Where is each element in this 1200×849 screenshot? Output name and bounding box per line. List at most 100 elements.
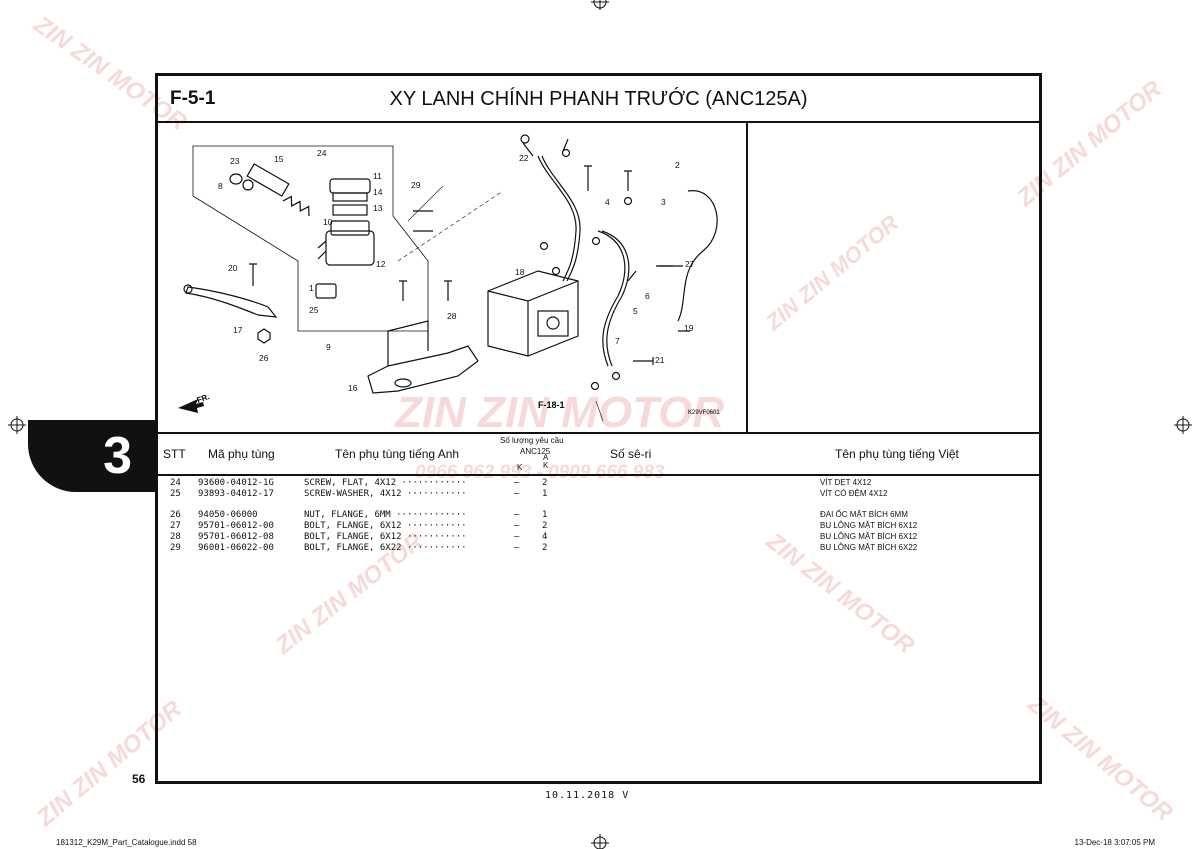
cell-name-vi: BU LÔNG MẶT BÍCH 6X22 xyxy=(820,543,918,552)
registration-mark-bottom xyxy=(591,834,609,849)
cell-qty-ak: 1 xyxy=(542,510,548,520)
col-header-name-vi: Tên phụ tùng tiếng Việt xyxy=(835,447,959,461)
print-date: 10.11.2018 V xyxy=(545,790,630,801)
callout-25: 25 xyxy=(309,305,319,315)
table-row: 26 94050-06000 NUT, FLANGE, 6MM ··········… xyxy=(158,510,1039,521)
cell-qty-ak: 2 xyxy=(542,543,548,553)
callout-2: 2 xyxy=(675,160,680,170)
cell-name-vi: ĐAI ỐC MẶT BÍCH 6MM xyxy=(820,510,908,519)
chapter-tab: 3 xyxy=(28,420,156,492)
callout-14: 14 xyxy=(373,187,383,197)
watermark-bottom-right: ZIN ZIN MOTOR xyxy=(1022,690,1178,827)
page-number: 56 xyxy=(132,772,146,786)
callout-24: 24 xyxy=(317,148,327,158)
cell-qty-k: – xyxy=(514,521,520,531)
callout-4: 4 xyxy=(605,197,610,207)
table-header-rule xyxy=(158,474,1039,476)
table-row: 29 96001-06022-00 BOLT, FLANGE, 6X22 ·····… xyxy=(158,543,1039,554)
page-title: XY LANH CHÍNH PHANH TRƯỚC (ANC125A) xyxy=(389,88,808,110)
fr-label: FR. xyxy=(196,392,211,405)
cell-part-no: 94050-06000 xyxy=(198,510,258,520)
col-header-name-en: Tên phụ tùng tiếng Anh xyxy=(335,447,460,461)
cell-qty-k: – xyxy=(514,489,520,499)
callout-6: 6 xyxy=(645,291,650,301)
diagram-svg: FR. F-18-1 K29VF0601 1234567891011121314… xyxy=(178,134,720,422)
callout-5: 5 xyxy=(633,306,638,316)
cell-qty-ak: 4 xyxy=(542,532,548,542)
callout-8: 8 xyxy=(218,181,223,191)
cell-qty-k: – xyxy=(514,510,520,520)
page-header: F-5-1 XY LANH CHÍNH PHANH TRƯỚC (ANC125A… xyxy=(158,76,1039,123)
table-row: 28 95701-06012-08 BOLT, FLANGE, 6X12 ·····… xyxy=(158,532,1039,543)
col-header-serial: Số sê-ri xyxy=(610,447,652,461)
footer-timestamp: 13-Dec-18 3:07:05 PM xyxy=(1074,838,1156,847)
cell-stt: 29 xyxy=(170,543,181,553)
cell-name-vi: BU LÔNG MẶT BÍCH 6X12 xyxy=(820,521,918,530)
cell-qty-k: – xyxy=(514,478,520,488)
callout-21: 21 xyxy=(655,355,665,365)
cell-qty-ak: 1 xyxy=(542,489,548,499)
cell-qty-k: – xyxy=(514,532,520,542)
callout-22: 22 xyxy=(519,153,529,163)
callout-1: 1 xyxy=(309,283,314,293)
catalog-frame: F-5-1 XY LANH CHÍNH PHANH TRƯỚC (ANC125A… xyxy=(155,73,1042,784)
cell-name-en: NUT, FLANGE, 6MM ············· xyxy=(304,510,467,520)
callout-12: 12 xyxy=(376,259,386,269)
cell-qty-ak: 2 xyxy=(542,478,548,488)
table-top-rule xyxy=(158,432,1039,434)
callout-9: 9 xyxy=(326,342,331,352)
callout-28: 28 xyxy=(447,311,457,321)
cell-stt: 26 xyxy=(170,510,181,520)
cell-part-no: 93893-04012-17 xyxy=(198,489,274,499)
callout-13: 13 xyxy=(373,203,383,213)
cell-name-en: SCREW-WASHER, 4X12 ··········· xyxy=(304,489,467,499)
cell-part-no: 96001-06022-00 xyxy=(198,543,274,553)
registration-mark-left xyxy=(8,416,26,434)
cell-qty-k: – xyxy=(514,543,520,553)
callout-10: 10 xyxy=(323,217,333,227)
cell-part-no: 93600-04012-1G xyxy=(198,478,274,488)
figure-code: F-5-1 xyxy=(170,88,216,109)
cell-stt: 24 xyxy=(170,478,181,488)
registration-mark-right xyxy=(1174,416,1192,434)
table-row: 25 93893-04012-17 SCREW-WASHER, 4X12 ·····… xyxy=(158,489,1039,500)
callout-3: 3 xyxy=(661,197,666,207)
col-header-stt: STT xyxy=(163,447,186,461)
callout-18: 18 xyxy=(515,267,525,277)
cell-name-vi: VÍT CÓ ĐỆM 4X12 xyxy=(820,489,888,498)
callout-20: 20 xyxy=(228,263,238,273)
col-header-k: K xyxy=(517,463,523,472)
callout-16: 16 xyxy=(348,383,358,393)
cell-part-no: 95701-06012-08 xyxy=(198,532,274,542)
col-header-qty: Số lượng yêu cầu xyxy=(500,436,564,445)
callout-11: 11 xyxy=(373,171,382,181)
illustration-code: K29VF0601 xyxy=(688,410,720,416)
registration-mark-top xyxy=(591,0,609,10)
cell-stt: 25 xyxy=(170,489,181,499)
cell-name-en: SCREW, FLAT, 4X12 ············ xyxy=(304,478,467,488)
cell-name-en: BOLT, FLANGE, 6X22 ··········· xyxy=(304,543,467,553)
cross-reference-label: F-18-1 xyxy=(538,400,565,410)
callout-23: 23 xyxy=(230,156,240,166)
col-header-ak: A K xyxy=(543,453,549,470)
callout-15: 15 xyxy=(274,154,284,164)
callout-29: 29 xyxy=(411,180,421,190)
cell-name-vi: VÍT DẸT 4X12 xyxy=(820,478,872,487)
col-header-part-no: Mã phụ tùng xyxy=(208,447,275,461)
callout-17: 17 xyxy=(233,325,243,335)
callout-27: 27 xyxy=(685,259,695,269)
callout-26: 26 xyxy=(259,353,269,363)
callout-19: 19 xyxy=(684,323,694,333)
chapter-number: 3 xyxy=(103,427,132,485)
col-header-model: ANC125 xyxy=(520,447,551,456)
cell-name-en: BOLT, FLANGE, 6X12 ··········· xyxy=(304,532,467,542)
callout-7: 7 xyxy=(615,336,620,346)
table-row: 24 93600-04012-1G SCREW, FLAT, 4X12 ······… xyxy=(158,478,1039,489)
footer-file-name: 181312_K29M_Part_Catalogue.indd 58 xyxy=(56,838,197,847)
cell-stt: 27 xyxy=(170,521,181,531)
cell-stt: 28 xyxy=(170,532,181,542)
cell-part-no: 95701-06012-00 xyxy=(198,521,274,531)
cell-name-vi: BU LÔNG MẶT BÍCH 6X12 xyxy=(820,532,918,541)
